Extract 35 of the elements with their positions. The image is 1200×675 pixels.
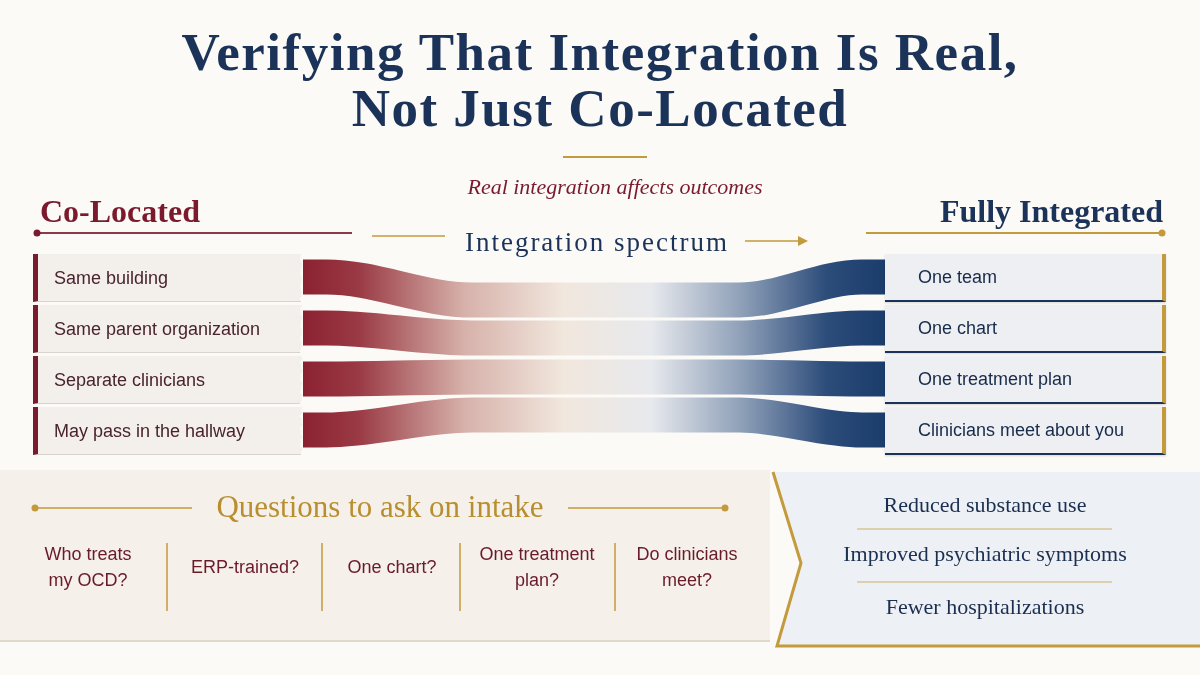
column-heading: Fully Integrated (939, 192, 1163, 230)
question-text: One treatment plan? (478, 543, 596, 592)
outcome-text: Reduced substance use (883, 492, 1087, 518)
question-text: One chart? (347, 556, 437, 579)
outcome-text: Improved psychiatric symptoms (843, 541, 1127, 567)
outcome-text: Fewer hospitalizations (885, 594, 1085, 620)
list-card (885, 407, 1166, 455)
ribbon-connector (303, 310, 885, 356)
question-text: Do clinicians meet? (635, 543, 739, 592)
list-card (885, 356, 1166, 404)
list-card (33, 356, 303, 404)
list-card (33, 305, 303, 353)
question-panel (0, 470, 770, 642)
title: Verifying That Integration Is Real, Not Just Co-Located (180, 24, 1020, 136)
spectrum-label: Integration spectrum (464, 226, 730, 258)
column-heading: Co-Located (40, 192, 200, 230)
ribbon-connector (303, 397, 885, 448)
card-text: Same building (54, 266, 169, 289)
card-text: Clinicians meet about you (918, 419, 1125, 441)
card-text: One treatment plan (918, 368, 1073, 390)
card-text: Same parent organization (54, 317, 261, 340)
list-card (33, 407, 303, 455)
question-text: ERP-trained? (190, 556, 300, 579)
list-card (33, 254, 303, 302)
subtitle: Real integration affects outcomes (467, 174, 763, 200)
card-text: One team (918, 266, 998, 288)
list-card (885, 254, 1166, 302)
outcome-panel (771, 470, 1200, 650)
question-text: Who treats my OCD? (43, 543, 133, 592)
ribbon-connector (303, 359, 885, 397)
card-text: May pass in the hallway (54, 419, 246, 442)
list-card (885, 305, 1166, 353)
panel-heading: Questions to ask on intake (216, 489, 544, 525)
card-text: One chart (918, 317, 998, 339)
card-text: Separate clinicians (54, 368, 206, 391)
